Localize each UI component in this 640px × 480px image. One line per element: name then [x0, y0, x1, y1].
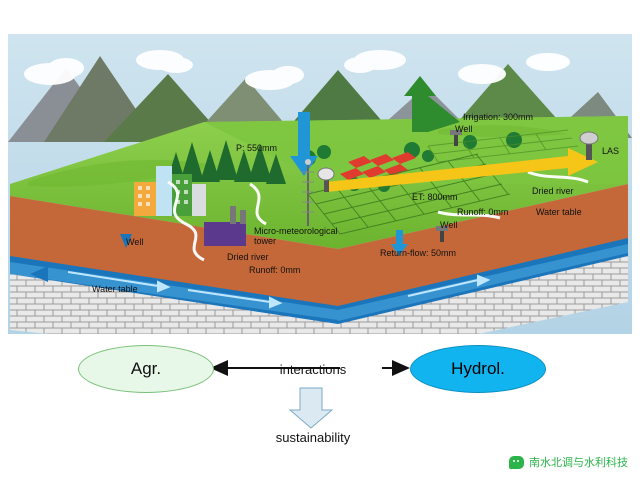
label-evapotranspiration: ET: 800mm — [412, 192, 458, 202]
footer-brand: 南水北调与水利科技 — [509, 454, 628, 470]
tree-cluster-left — [166, 140, 286, 184]
soil-layer-front — [10, 196, 338, 324]
arrow-to-agr — [210, 360, 340, 376]
well-marker-left — [120, 234, 132, 248]
groundwater-flow-arrow-left — [30, 266, 48, 282]
label-runoff-left: Runoff: 0mm — [249, 265, 301, 275]
river-paths — [167, 170, 589, 262]
arrow-to-sustainability — [288, 387, 334, 429]
las-instrument — [579, 131, 599, 160]
las-transmitter — [317, 167, 335, 192]
city-buildings — [134, 166, 246, 246]
well-marker-top — [450, 130, 462, 146]
evapotranspiration-arrow — [404, 76, 460, 132]
label-irrigation: Irrigation: 300mm — [463, 112, 534, 122]
node-agriculture-label: Agr. — [130, 359, 162, 378]
flow-connectors — [210, 360, 410, 429]
met-tower — [302, 159, 314, 226]
label-well-mid: Well — [440, 220, 458, 230]
greenhouse-row — [340, 152, 416, 180]
cloud-group — [24, 50, 570, 90]
label-precipitation: P: 550mm — [236, 143, 278, 153]
bedrock-right — [338, 256, 628, 334]
label-well-top: Well — [455, 124, 473, 134]
node-hydrology-label: Hydrol. — [451, 359, 505, 378]
bedrock-left — [10, 274, 338, 334]
label-water-table-right: Water table — [536, 207, 582, 217]
label-las: LAS — [602, 146, 620, 156]
node-agriculture[interactable]: Agr. — [78, 345, 214, 393]
groundwater-flow-arrows — [67, 271, 491, 309]
label-return-flow: Return-flow: 50mm — [380, 248, 457, 258]
well-markers — [120, 130, 462, 248]
node-hydrology[interactable]: Hydrol. — [410, 345, 546, 393]
precipitation-arrow — [290, 112, 318, 176]
label-dried-river-left: Dried river — [227, 252, 269, 262]
interactions-label: interactions — [279, 362, 347, 377]
irrigation-arrow — [326, 148, 598, 192]
label-dried-river-right: Dried river — [532, 186, 574, 196]
landscape-block-diagram: P: 550mm Irrigation: 300mm Well LAS ET: … — [8, 34, 632, 334]
sustainability-label: sustainability — [275, 430, 351, 445]
wechat-icon — [509, 455, 524, 469]
arrow-to-hydrol — [382, 360, 410, 376]
field-grid-upper — [427, 129, 579, 163]
return-flow-arrow — [391, 230, 408, 256]
label-water-table-left: Water table — [92, 284, 138, 294]
label-well-left: Well — [126, 237, 144, 247]
footer-brand-text: 南水北调与水利科技 — [529, 456, 628, 469]
well-marker-mid — [436, 226, 448, 242]
label-runoff-right: Runoff: 0mm — [457, 207, 509, 217]
landscape-illustration — [8, 34, 632, 334]
label-met-tower: Micro-meteorological tower — [254, 226, 338, 246]
